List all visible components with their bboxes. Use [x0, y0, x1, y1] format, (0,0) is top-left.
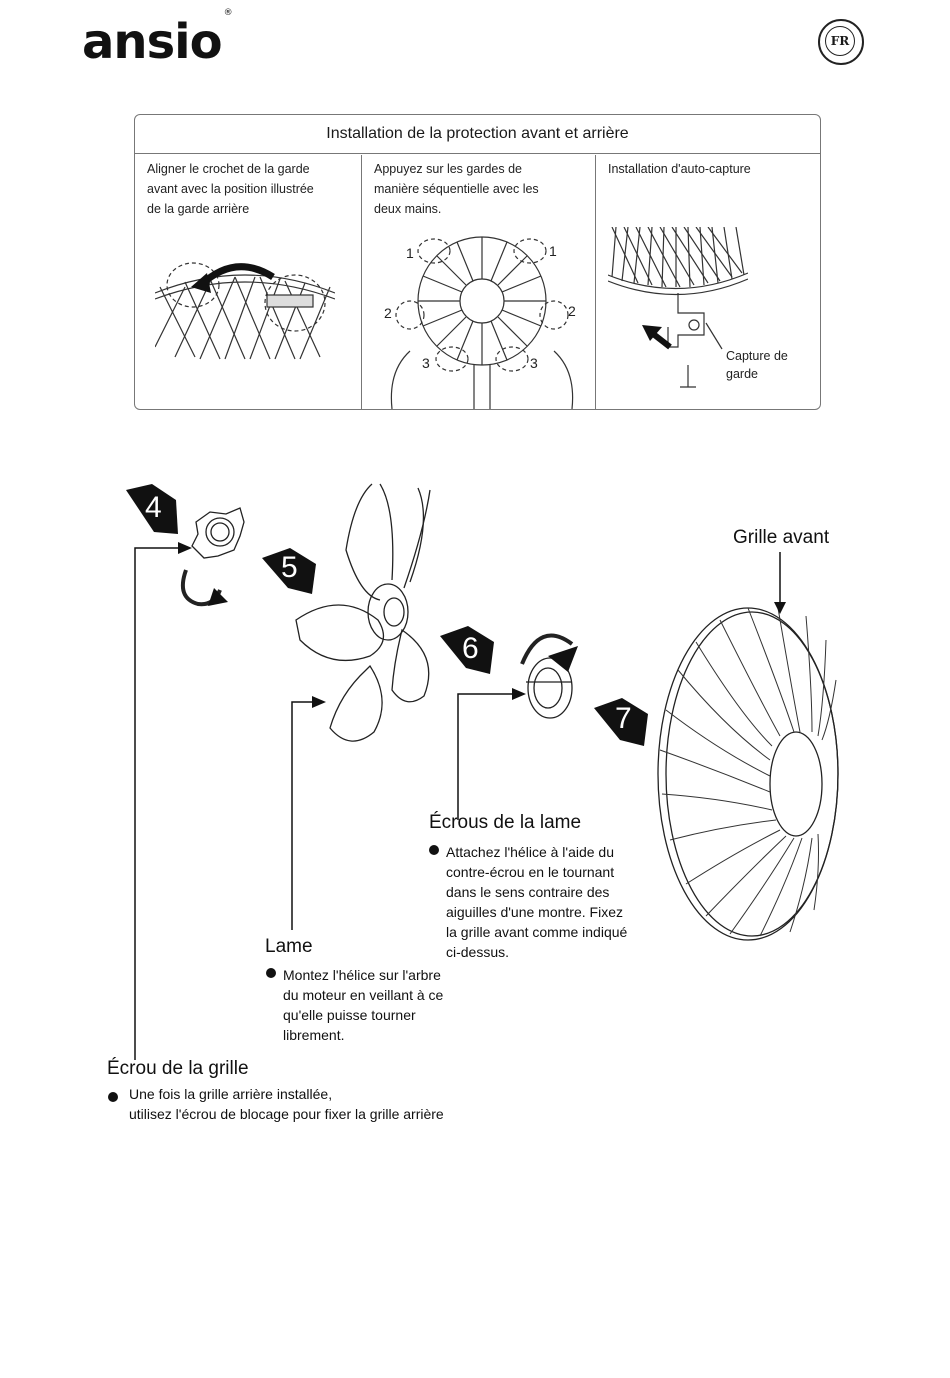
exploded-assembly-diagram [126, 483, 839, 1060]
ecrous-lame-label: Écrous de la lame [429, 812, 582, 833]
step-number: 4 [145, 491, 162, 524]
brand-logo: ansio® [82, 8, 233, 70]
sequence-number: 3 [530, 355, 538, 371]
step-auto-capture: Installation d'auto-capture Capture de g… [595, 155, 821, 409]
ecrou-grille-label: Écrou de la grille [107, 1058, 249, 1079]
sequence-number: 1 [549, 243, 557, 259]
ecrou-grille-text: Une fois la grille arrière installée, ut… [129, 1086, 444, 1122]
lame-label: Lame [265, 936, 313, 957]
ecrous-lame-text: Attachez l'hélice à l'aide du contre-écr… [446, 844, 628, 960]
bullet-icon [429, 845, 439, 855]
sequence-number: 2 [568, 303, 576, 319]
auto-capture-illustration [608, 227, 748, 388]
sequence-number: 3 [422, 355, 430, 371]
step-number: 5 [281, 551, 298, 584]
step-align-hook: Aligner le crochet de la garde avant ave… [135, 155, 361, 409]
step-press-guards: Appuyez sur les gardes de manière séquen… [361, 155, 596, 409]
panel-title: Installation de la protection avant et a… [135, 115, 820, 154]
step-number: 7 [615, 702, 632, 735]
sequence-number: 1 [406, 245, 414, 261]
capture-callout: Capture de garde [726, 349, 788, 381]
guard-installation-panel: Installation de la protection avant et a… [134, 114, 821, 410]
grille-avant-label: Grille avant [733, 527, 830, 548]
step-number: 6 [462, 632, 479, 665]
lame-text: Montez l'hélice sur l'arbre du moteur en… [283, 967, 444, 1043]
language-badge: FR [818, 19, 864, 65]
bullet-icon [266, 968, 276, 978]
align-hook-illustration [155, 262, 335, 360]
press-guards-illustration [390, 236, 574, 409]
sequence-number: 2 [384, 305, 392, 321]
bullet-icon [108, 1092, 118, 1102]
